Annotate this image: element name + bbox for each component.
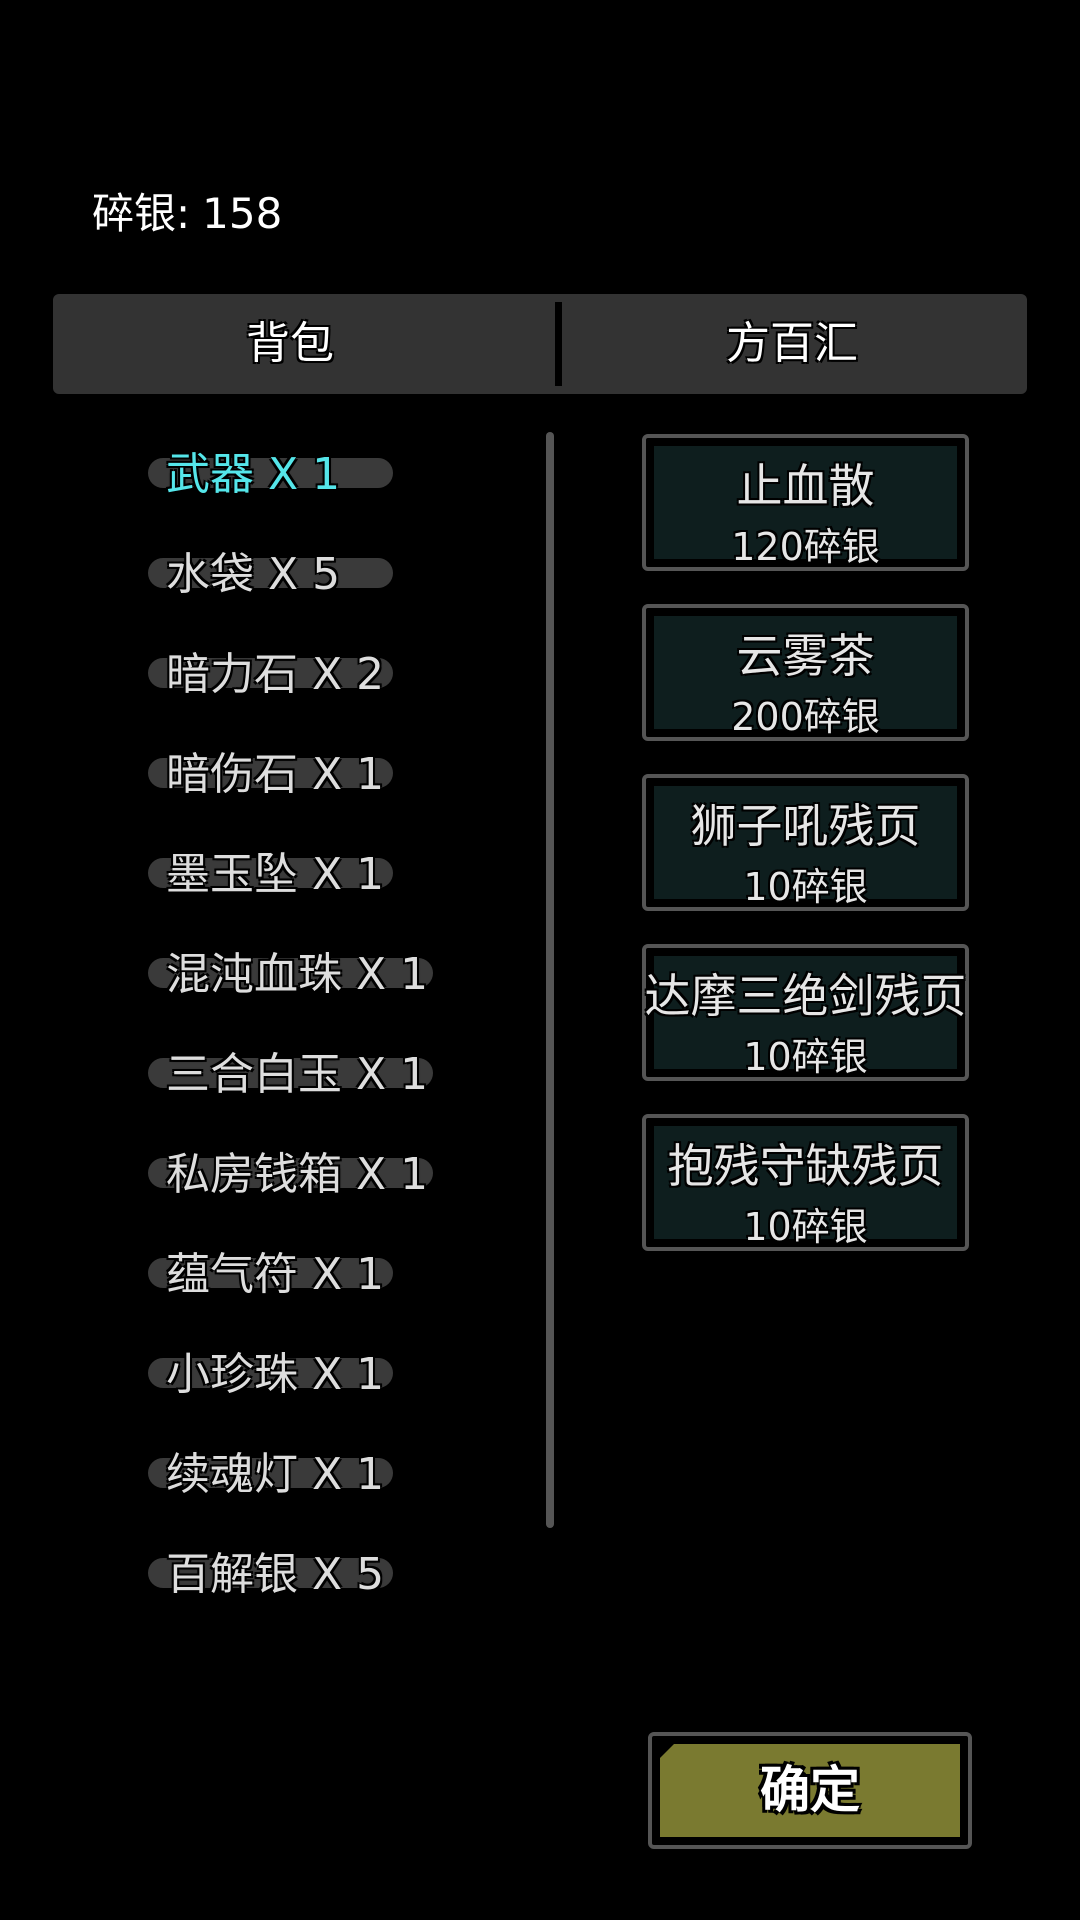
- shop-item-bg: [654, 616, 957, 729]
- inventory-item-label: 蕴气符 X 1: [166, 1249, 385, 1300]
- inventory-item-label: 暗伤石 X 1: [166, 749, 385, 800]
- shop-item-button[interactable]: 云雾茶 200碎银: [642, 604, 969, 741]
- inventory-item-bg: [148, 1258, 393, 1288]
- tab-divider: [555, 302, 562, 386]
- inventory-item-bg: [148, 458, 393, 488]
- shop-item-name: 抱残守缺残页: [667, 1139, 944, 1193]
- inventory-item-label: 三合白玉 X 1: [166, 1049, 429, 1100]
- inventory-item[interactable]: 私房钱箱 X 1: [140, 1130, 540, 1230]
- inventory-list[interactable]: 武器 X 1 水袋 X 5 暗力石 X 2 暗伤石 X 1 墨玉坠 X 1 混沌…: [140, 430, 540, 1600]
- shop-item-price: 120碎银: [731, 525, 880, 569]
- inventory-item-bg: [148, 858, 393, 888]
- inventory-item[interactable]: 小珍珠 X 1: [140, 1330, 540, 1430]
- shop-item-button[interactable]: 狮子吼残页 10碎银: [642, 774, 969, 911]
- inventory-item-bg: [148, 558, 393, 588]
- shop-item-name: 达摩三绝剑残页: [644, 969, 967, 1023]
- shop-item-price: 10碎银: [743, 865, 868, 909]
- shop-item-bg: [654, 956, 957, 1069]
- inventory-item[interactable]: 混沌血珠 X 1: [140, 930, 540, 1030]
- inventory-scrollbar[interactable]: [546, 432, 554, 1528]
- inventory-item-label: 墨玉坠 X 1: [166, 849, 385, 900]
- inventory-item-bg: [148, 658, 393, 688]
- tab-shop[interactable]: 方百汇: [726, 318, 858, 369]
- inventory-item-bg: [148, 1458, 393, 1488]
- inventory-item-label: 续魂灯 X 1: [166, 1449, 385, 1500]
- shop-item-button[interactable]: 抱残守缺残页 10碎银: [642, 1114, 969, 1251]
- shop-item-price: 10碎银: [743, 1205, 868, 1249]
- shop-item-bg: [654, 786, 957, 899]
- inventory-item-label: 私房钱箱 X 1: [166, 1149, 429, 1200]
- inventory-item[interactable]: 暗力石 X 2: [140, 630, 540, 730]
- inventory-item[interactable]: 续魂灯 X 1: [140, 1430, 540, 1530]
- inventory-item-bg: [148, 1558, 393, 1588]
- currency-label: 碎银:: [92, 189, 191, 238]
- inventory-item[interactable]: 蕴气符 X 1: [140, 1230, 540, 1330]
- inventory-item-bg: [148, 958, 433, 988]
- inventory-item[interactable]: 暗伤石 X 1: [140, 730, 540, 830]
- inventory-item-bg: [148, 1058, 433, 1088]
- inventory-item[interactable]: 水袋 X 5: [140, 530, 540, 630]
- inventory-item-label: 武器 X 1: [166, 449, 341, 500]
- inventory-item-bg: [148, 758, 393, 788]
- confirm-button-label: 确定: [760, 1761, 860, 1819]
- shop-item-button[interactable]: 达摩三绝剑残页 10碎银: [642, 944, 969, 1081]
- confirm-button[interactable]: 确定: [648, 1732, 972, 1849]
- shop-item-bg: [654, 1126, 957, 1239]
- currency-display: 碎银:158: [92, 180, 282, 241]
- inventory-item-label: 小珍珠 X 1: [166, 1349, 385, 1400]
- inventory-item-bg: [148, 1358, 393, 1388]
- inventory-item[interactable]: 墨玉坠 X 1: [140, 830, 540, 930]
- inventory-item-label: 水袋 X 5: [166, 549, 341, 600]
- shop-item-name: 止血散: [736, 459, 875, 513]
- inventory-item-label: 百解银 X 5: [166, 1549, 385, 1600]
- shop-item-name: 云雾茶: [736, 629, 875, 683]
- inventory-item[interactable]: 百解银 X 5: [140, 1530, 540, 1630]
- shop-item-bg: [654, 446, 957, 559]
- shop-item-price: 200碎银: [731, 695, 880, 739]
- shop-item-button[interactable]: 止血散 120碎银: [642, 434, 969, 571]
- inventory-item-bg: [148, 1158, 433, 1188]
- tab-bag[interactable]: 背包: [246, 318, 334, 369]
- inventory-item[interactable]: 武器 X 1: [140, 430, 540, 530]
- tab-bar: 背包 方百汇: [53, 294, 1027, 394]
- shop-item-name: 狮子吼残页: [690, 799, 921, 853]
- shop-item-price: 10碎银: [743, 1035, 868, 1079]
- inventory-item-label: 混沌血珠 X 1: [166, 949, 429, 1000]
- currency-value: 158: [202, 189, 283, 238]
- inventory-item[interactable]: 三合白玉 X 1: [140, 1030, 540, 1130]
- inventory-item-label: 暗力石 X 2: [166, 649, 385, 700]
- confirm-button-bg: [660, 1744, 960, 1837]
